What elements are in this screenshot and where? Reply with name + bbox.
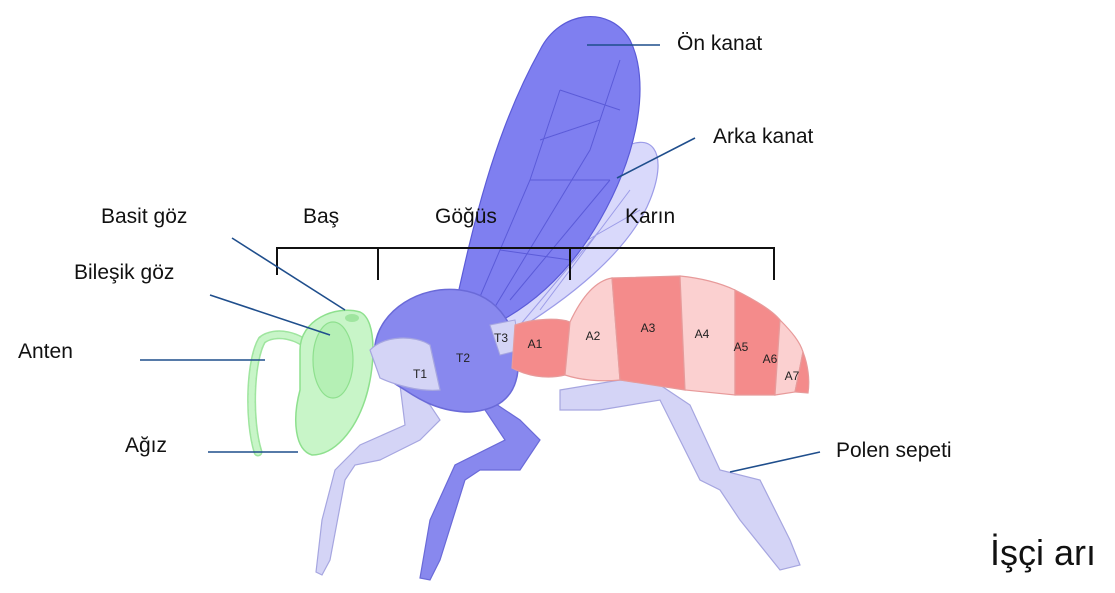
label-simple-eye: Basit göz (101, 205, 187, 229)
label-pollen-basket: Polen sepeti (836, 439, 952, 463)
label-antenna: Anten (18, 340, 73, 364)
segment-t3: T3 (494, 331, 508, 345)
label-abdomen: Karın (625, 205, 675, 229)
label-hind-wing: Arka kanat (713, 125, 813, 149)
segment-t1: T1 (413, 367, 427, 381)
segment-a5: A5 (734, 340, 749, 354)
segment-a2: A2 (586, 329, 601, 343)
label-head: Baş (303, 205, 339, 229)
legs (316, 380, 800, 575)
segment-a6: A6 (763, 352, 778, 366)
diagram-title: İşçi arı (990, 532, 1096, 574)
label-fore-wing: Ön kanat (677, 32, 762, 56)
segment-a3: A3 (641, 321, 656, 335)
label-thorax: Göğüs (435, 205, 497, 229)
label-mouth: Ağız (125, 434, 167, 458)
label-compound-eye: Bileşik göz (74, 261, 174, 285)
segment-a7: A7 (785, 369, 800, 383)
middle-leg (420, 400, 540, 580)
simple-eye (345, 314, 359, 322)
segment-t2: T2 (456, 351, 470, 365)
t1-plate (370, 338, 440, 390)
segment-a4: A4 (695, 327, 710, 341)
segment-a1: A1 (528, 337, 543, 351)
compound-eye (313, 322, 353, 398)
